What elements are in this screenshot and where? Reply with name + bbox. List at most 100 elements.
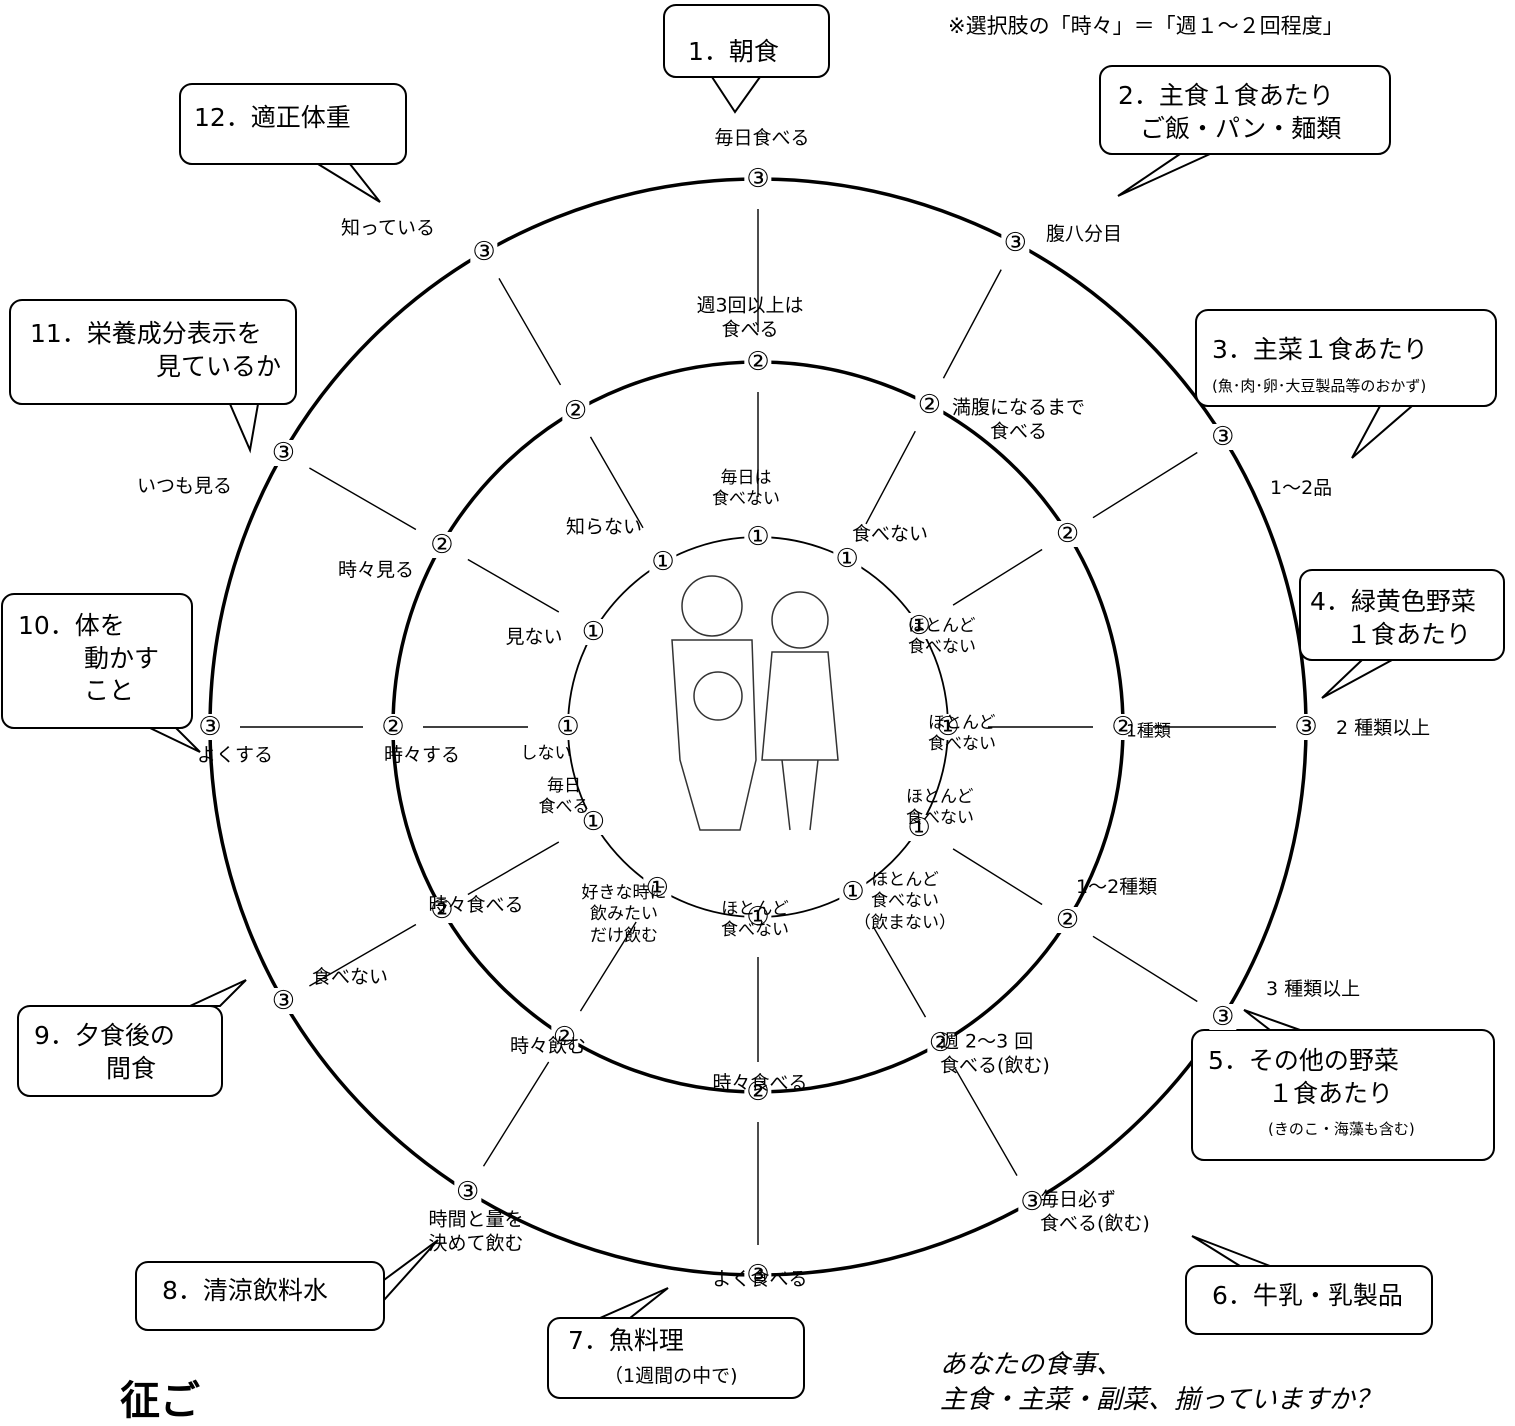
spoke-line	[942, 269, 1002, 379]
callout-nutrition-label: 11．栄養成分表示を見ているか	[30, 318, 281, 383]
ring-marker-inner: ①	[905, 812, 933, 843]
ring-marker-inner: ①	[643, 873, 671, 904]
callout-title: 12．適正体重	[194, 103, 351, 132]
ring-marker-outer: ③	[269, 986, 298, 1016]
callout-subtitle: １食あたり	[1268, 1078, 1394, 1108]
callout-breakfast: 1．朝食	[688, 36, 779, 69]
spoke-line	[589, 436, 644, 529]
exercise-level3: よくする	[196, 744, 274, 767]
callout-box	[179, 83, 407, 165]
spoke-line	[482, 1061, 550, 1167]
fish-level1: ほとんど 食べない	[721, 898, 789, 940]
ring-marker-inner: ①	[744, 902, 772, 932]
callout-title: 8．清涼飲料水	[162, 1276, 328, 1305]
ring-marker-inner: ①	[934, 712, 962, 742]
callout-subtitle: 動かす	[84, 643, 160, 673]
dairy-level2: 週 2〜3 回 食べる(飲む)	[940, 1030, 1050, 1076]
callout-other-veg: 5．その他の野菜 １食あたり (きのこ・海藻も含む)	[1208, 1045, 1415, 1143]
staple-level2: 満腹になるまで 食べる	[952, 396, 1086, 442]
dairy-level3: 毎日必ず 食べる(飲む)	[1040, 1188, 1150, 1234]
other-veg-level2: 1〜2種類	[1076, 876, 1158, 899]
callout-title: 11．栄養成分表示を	[30, 319, 262, 348]
spoke-line	[1092, 451, 1198, 519]
exercise-level2: 時々する	[383, 744, 461, 767]
callout-tail	[1191, 1235, 1271, 1267]
snack-level2: 時々食べる	[428, 894, 524, 917]
spoke-line	[498, 278, 562, 386]
callout-box	[17, 1005, 223, 1097]
ring-marker-inner: ①	[905, 611, 933, 642]
callout-tail	[189, 979, 247, 1007]
title-fragment: 征ご	[120, 1378, 200, 1424]
inner-ring	[567, 536, 949, 918]
callout-subtitle: 見ているか	[156, 351, 282, 381]
ring-marker-inner: ①	[554, 712, 582, 742]
ring-marker-middle: ②	[915, 389, 943, 420]
callout-subtitle: １食あたり	[1346, 619, 1472, 649]
ring-marker-middle: ②	[744, 1077, 772, 1107]
snack-level3: 食べない	[312, 966, 389, 989]
ring-marker-inner: ①	[839, 876, 867, 907]
ring-marker-middle: ②	[744, 347, 772, 377]
ring-marker-outer: ③	[744, 1260, 772, 1290]
callout-dairy: 6．牛乳・乳製品	[1212, 1280, 1403, 1313]
callout-tail	[228, 403, 260, 454]
callout-tail	[1351, 405, 1415, 459]
spoke-line	[865, 430, 916, 525]
spoke-line	[467, 558, 560, 613]
callout-title: 10．体を	[18, 611, 125, 640]
ring-marker-inner: ①	[744, 522, 772, 552]
footer-line-2: 主食・主菜・副菜、揃っていますか？	[940, 1385, 1381, 1416]
callout-title: 9．夕食後の	[34, 1021, 175, 1050]
main-dish-level1: ほとんど 食べない	[908, 615, 976, 657]
ring-marker-middle: ②	[379, 712, 407, 742]
main-dish-level3: 1〜2品	[1270, 477, 1333, 500]
callout-tail	[1243, 1009, 1301, 1031]
callout-box	[1299, 569, 1505, 661]
callout-title: 6．牛乳・乳製品	[1212, 1281, 1403, 1310]
callout-tail	[383, 1239, 439, 1303]
green-veg-level3: 2 種類以上	[1336, 717, 1431, 740]
nutrition-level1: 見ない	[505, 626, 563, 649]
ring-marker-inner: ①	[579, 807, 608, 837]
ring-marker-outer: ③	[470, 237, 498, 268]
ring-marker-outer: ③	[1018, 1186, 1046, 1217]
callout-late-snack: 9．夕食後の間食	[34, 1020, 175, 1085]
breakfast-level3: 毎日食べる	[714, 127, 810, 150]
ring-marker-middle: ②	[428, 529, 456, 560]
callout-box	[547, 1317, 805, 1399]
nutrition-level2: 時々見る	[337, 559, 414, 582]
footer-line-1: あなたの食事、	[940, 1350, 1123, 1380]
callout-title: 5．その他の野菜	[1208, 1046, 1399, 1075]
ring-marker-inner: ①	[579, 617, 608, 647]
ring-marker-middle: ②	[1109, 712, 1137, 742]
breakfast-level2: 週3回以上は 食べる	[696, 294, 804, 340]
callout-staple-food: 2．主食１食あたりご飯・パン・麺類	[1118, 80, 1341, 145]
ring-marker-middle: ②	[428, 894, 456, 925]
weight-level3: 知っている	[340, 217, 436, 240]
callout-title: 4．緑黄色野菜	[1310, 587, 1476, 616]
spoke-line	[579, 921, 637, 1012]
callout-subtitle: 間食	[106, 1053, 157, 1083]
note-text: ※選択肢の「時々」＝「週１〜２回程度」	[948, 14, 1344, 38]
callout-title: 7．魚料理	[568, 1326, 684, 1355]
callout-subtitle: (魚･肉･卵･大豆製品等のおかず)	[1212, 376, 1427, 395]
callout-tail	[149, 727, 201, 753]
callout-box	[1191, 1029, 1495, 1161]
callout-title: 1．朝食	[688, 37, 779, 66]
dairy-level1: ほとんど 食べない （飲まない）	[854, 870, 956, 933]
ring-marker-outer: ③	[744, 164, 772, 194]
ring-marker-outer: ③	[1292, 712, 1320, 742]
ring-marker-inner: ①	[649, 547, 677, 578]
fish-level2: 時々食べる	[712, 1072, 808, 1095]
ring-marker-outer: ③	[1209, 1002, 1237, 1033]
callout-note: (きのこ・海藻も含む)	[1268, 1120, 1415, 1138]
soft-drink-level3: 時間と量を 決めて飲む	[428, 1208, 524, 1254]
callout-main-dish: 3．主菜１食あたり(魚･肉･卵･大豆製品等のおかず)	[1212, 334, 1428, 399]
callout-title: 2．主食１食あたり	[1118, 81, 1334, 110]
nutrition-level3: いつも見る	[136, 475, 232, 498]
callout-subtitle: ご飯・パン・麺類	[1140, 113, 1342, 143]
callout-subtitle-2: こと	[84, 676, 135, 705]
ring-marker-outer: ③	[196, 712, 224, 742]
